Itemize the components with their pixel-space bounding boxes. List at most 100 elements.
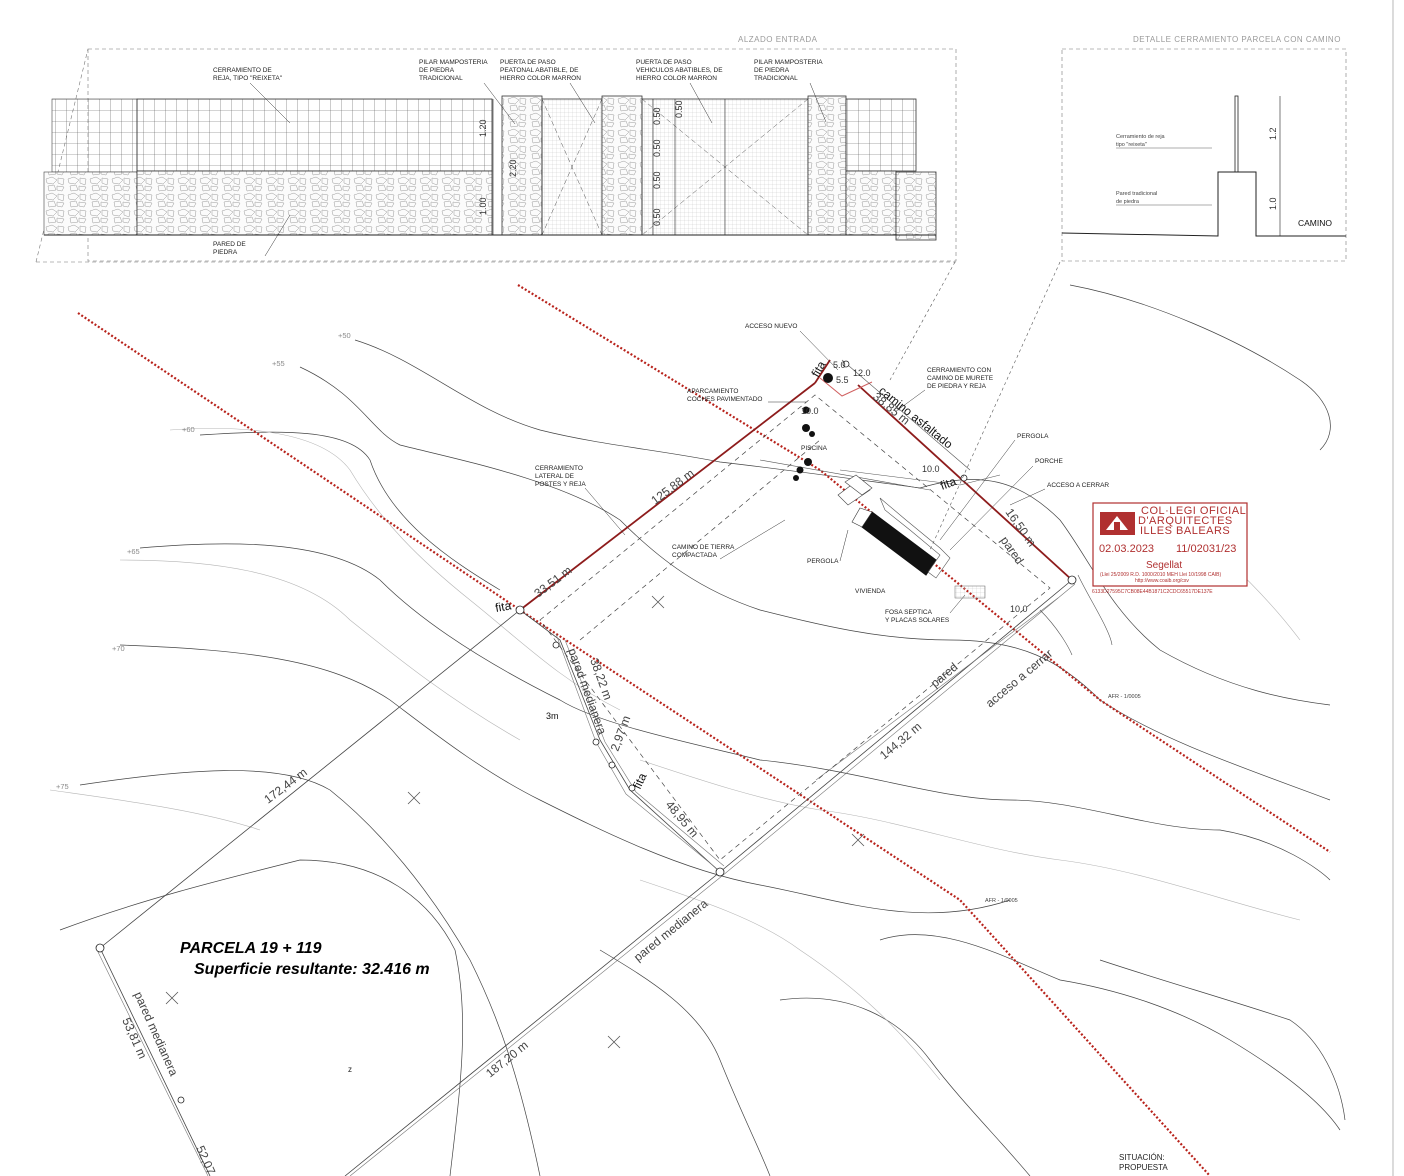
dashed-boundary-lines: [77, 284, 1331, 1176]
elevation-55: +55: [272, 359, 285, 368]
dim-5: 5.0: [833, 360, 846, 370]
vertex-markers: [95, 360, 1077, 1104]
label-camino-tierra-1: CAMINO DE TIERRA: [672, 544, 735, 551]
elevation-title: ALZADO ENTRADA: [738, 35, 818, 44]
label-vehiculos-1: PUERTA DE PASO: [636, 59, 692, 66]
contour-lines: [59, 284, 1346, 1176]
label-aparcamiento-2: COCHES PAVIMENTADO: [687, 396, 762, 403]
label-pilar-right-1: PILAR MAMPOSTERIA: [754, 59, 823, 66]
stamp-line-3: ILLES BALEARS: [1140, 525, 1230, 537]
dim-gate-5: 0.50: [674, 100, 684, 118]
situacion-label: SITUACIÓN:: [1119, 1153, 1165, 1162]
dim-297: 2,97 m: [608, 714, 634, 753]
line-label-2: AFR - 1/0005: [985, 898, 1018, 904]
dim-gate-3: 0.50: [652, 171, 662, 189]
elevation-70: +70: [112, 644, 125, 653]
dim-14432: 144,32 m: [877, 719, 924, 762]
label-aparcamiento-1: APARCAMIENTO: [687, 388, 738, 395]
elevation-leader: [889, 261, 956, 381]
dim-3351: 33,51 m: [531, 563, 574, 600]
label-murete-2: CAMINO DE MURETE: [927, 375, 994, 382]
dim-gate-2: 0.50: [652, 139, 662, 157]
detail-reja-2: tipo "reixeta": [1116, 142, 1147, 148]
label-porche: PORCHE: [1035, 458, 1063, 465]
label-pergola-top: PERGOLA: [1017, 433, 1049, 440]
stamp-date: 02.03.2023: [1099, 543, 1154, 555]
parcel-name: PARCELA 19 + 119: [180, 940, 322, 957]
dim-10-b: 10.0: [801, 406, 819, 416]
label-pilar-right-2: DE PIEDRA: [754, 67, 790, 74]
label-lateral-1: CERRAMIENTO: [535, 465, 583, 472]
label-acceso-nuevo: ACCESO NUEVO: [745, 323, 797, 330]
dim-left-lower: 1.00: [478, 197, 488, 215]
property-boundary: [519, 359, 1073, 611]
parcel-area: Superficie resultante: 32.416 m: [194, 961, 430, 978]
dim-10-c: 10.0: [1010, 604, 1028, 614]
label-fosa-2: Y PLACAS SOLARES: [885, 617, 950, 624]
detail-pared-1: Pared tradicional: [1116, 191, 1157, 197]
label-peatonal-1: PUERTA DE PASO: [500, 59, 556, 66]
stamp-line-1: COL·LEGI OFICIAL: [1141, 505, 1246, 517]
label-acceso-cerrar: ACCESO A CERRAR: [1047, 482, 1109, 489]
label-pergola: PERGOLA: [807, 558, 839, 565]
stamp-line-2: D'ARQUITECTES: [1138, 515, 1233, 527]
plan-annotations: camino asfaltado 38,85 m 125,88 m 16,50 …: [119, 358, 1140, 1176]
label-3m: 3m: [546, 711, 559, 721]
dim-gate-1: 0.50: [652, 107, 662, 125]
tree-icons: [793, 373, 833, 481]
label-murete-3: DE PIEDRA Y REJA: [927, 383, 987, 390]
stamp-url: http://www.coaib.org/csv: [1135, 578, 1189, 584]
stamp-code: 6133D27595C7CB08E44B1871C2CDC65517DE137E: [1092, 589, 1213, 595]
label-reja-1: CERRAMIENTO DE: [213, 67, 272, 74]
label-fita-4: fita: [630, 771, 650, 792]
cross-markers: [165, 595, 865, 1049]
dim-5207: 52,07: [193, 1144, 218, 1176]
setback-line: [539, 394, 1051, 861]
line-label-1: AFR - 1/0005: [1108, 694, 1141, 700]
label-piscina: PISCINA: [801, 445, 828, 452]
label-acceso-a-cerrar-road: acceso a cerrar: [983, 646, 1055, 710]
label-pilar-left-2: DE PIEDRA: [419, 67, 455, 74]
label-lateral-2: LATERAL DE: [535, 473, 575, 480]
stamp-number: 11/02031/23: [1176, 543, 1236, 555]
label-pared-1: PARED DE: [213, 241, 246, 248]
detail-leader: [929, 261, 1061, 551]
label-vehiculos-2: VEHICULOS ABATIBLES, DE: [636, 67, 723, 74]
label-fita-1: fita: [494, 598, 513, 615]
elevation-markers: +50 +55 +60 +65 +70 +75: [56, 331, 351, 791]
label-pared-medianera-b: pared medianera: [631, 896, 711, 964]
label-pilar-right-3: TRADICIONAL: [754, 75, 798, 82]
elevation-65: +65: [127, 547, 140, 556]
house-buildings: [837, 474, 986, 599]
label-fosa-1: FOSA SEPTICA: [885, 609, 933, 616]
label-peatonal-2: PEATONAL ABATIBLE, DE: [500, 67, 579, 74]
label-pared-2: PIEDRA: [213, 249, 238, 256]
label-vivienda: VIVIENDA: [855, 588, 886, 595]
dim-gate-4: 0.50: [652, 208, 662, 226]
elevation-drawing: ALZADO ENTRADA 1.20 2.20 1.00 0.50: [35, 35, 957, 263]
road-lines: [759, 359, 1113, 656]
label-peatonal-3: HIERRO COLOR MARRON: [500, 75, 581, 82]
detail-title: DETALLE CERRAMIENTO PARCELA CON CAMINO: [1133, 35, 1341, 44]
north-mark: ᴢ: [348, 1065, 352, 1074]
elevation-60: +60: [182, 425, 195, 434]
label-fita-3: fita: [938, 474, 958, 493]
label-murete-1: CERRAMIENTO CON: [927, 367, 991, 374]
detail-dim-lower: 1.0: [1268, 197, 1278, 210]
plan-labels: ACCESO NUEVO CERRAMIENTO CON CAMINO DE M…: [535, 323, 1109, 624]
elevation-50: +50: [338, 331, 351, 340]
dim-17244: 172,44 m: [261, 765, 309, 806]
detail-reja-1: Cerramiento de reja: [1116, 134, 1166, 140]
detail-drawing: DETALLE CERRAMIENTO PARCELA CON CAMINO 1…: [1061, 0, 1394, 1176]
situacion-value: PROPUESTA: [1119, 1163, 1168, 1172]
dim-10-a: 10.0: [922, 464, 940, 474]
dim-12: 12.0: [853, 368, 871, 378]
stamp-law: (Llei 25/2009 R.D. 1000/2010 MEH Llei 10…: [1100, 572, 1222, 578]
label-lateral-3: POSTES Y REJA: [535, 481, 586, 488]
label-pilar-left-1: PILAR MAMPOSTERIA: [419, 59, 488, 66]
detail-pared-2: de piedra: [1116, 199, 1140, 205]
detail-dim-upper: 1.2: [1268, 127, 1278, 140]
label-reja-2: REJA, TIPO "REIXETA": [213, 75, 283, 82]
label-vehiculos-3: HIERRO COLOR MARRON: [636, 75, 717, 82]
dim-left-total: 2.20: [508, 159, 518, 177]
